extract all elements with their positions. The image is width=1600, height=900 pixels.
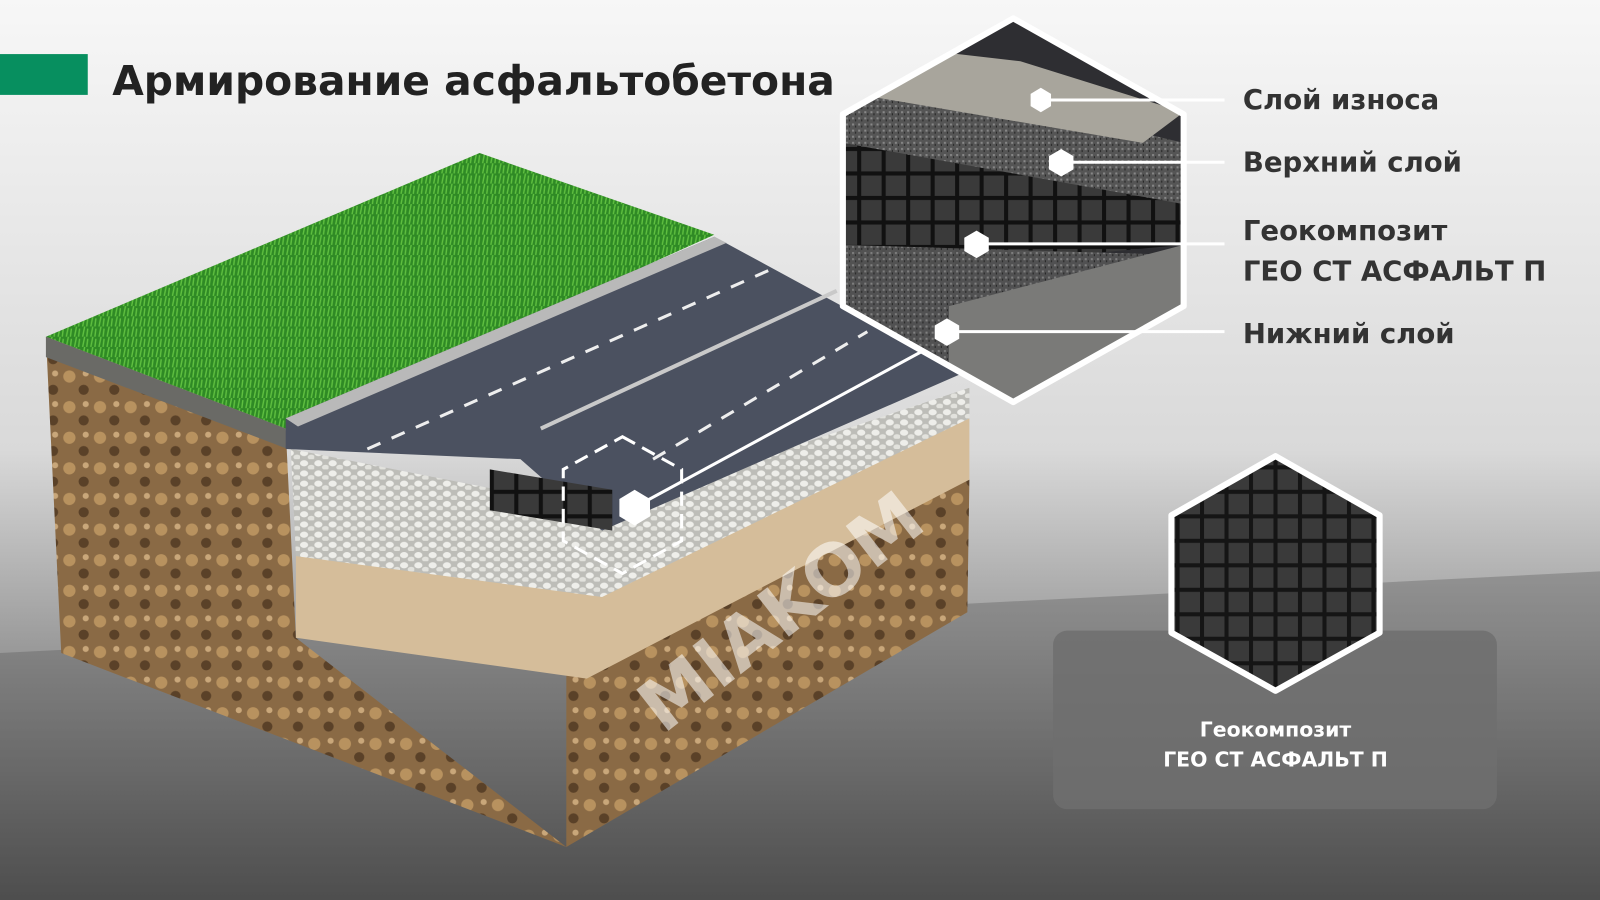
callout-lower-layer: Нижний слой [934,318,1455,350]
callout-geocomposite: Геокомпозит ГЕО СТ АСФАЛЬТ П [964,215,1546,288]
grass-edge [45,336,288,449]
focus-marker [619,489,650,526]
detail-connector-line [633,335,950,509]
product-caption: ГЕО СТ АСФАЛЬТ П [1163,747,1388,771]
callout-label: Слой износа [1243,84,1439,116]
product-caption: Геокомпозит [1200,718,1352,742]
detail-focus-outline [561,434,684,576]
header-accent-bar [0,54,88,95]
gravel-layer [290,387,970,597]
soil-left-face [45,336,567,847]
callout-label: Геокомпозит [1243,215,1448,247]
road-edge-line [539,288,838,431]
product-card-background [1053,630,1497,810]
road-cross-section-illustration: MIAKOM [45,153,970,847]
callout-wear-layer: Слой износа [1030,84,1439,116]
road-curb [285,236,727,427]
callout-label: Верхний слой [1243,146,1462,178]
soil-right-face [566,479,970,847]
callout-label: ГЕО СТ АСФАЛЬТ П [1243,256,1546,288]
sand-layer [295,418,970,679]
lane-marking [366,265,777,451]
callout-label: Нижний слой [1243,318,1455,350]
callout-upper-layer: Верхний слой [1048,146,1462,178]
product-card: Геокомпозит ГЕО СТ АСФАЛЬТ П [1053,453,1497,810]
grass-top [45,153,715,429]
page-title: Армирование асфальтобетона [112,57,835,105]
